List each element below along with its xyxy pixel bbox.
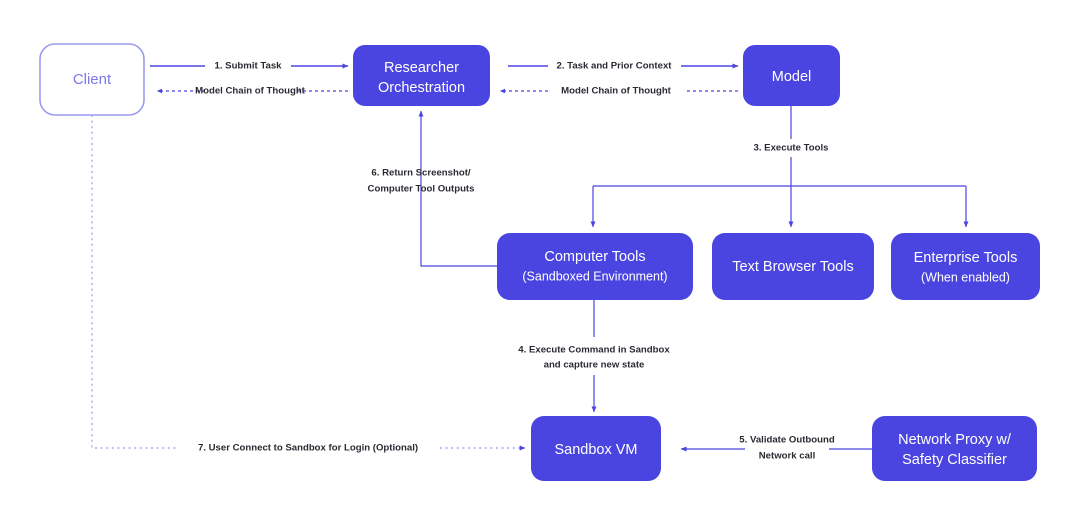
- node-sandbox-vm[interactable]: Sandbox VM: [531, 416, 661, 481]
- edge-chain-of-thought-left: Model Chain of Thought: [156, 86, 348, 97]
- node-client-shape: [39, 43, 145, 116]
- edge-label-execute-tools: 3. Execute Tools: [754, 143, 829, 154]
- node-enterprise-tools-label-line2: (When enabled): [921, 270, 1010, 284]
- node-network-proxy-label-line2: Safety Classifier: [902, 452, 1007, 468]
- edge-submit-task: 1. Submit Task: [150, 61, 349, 72]
- node-researcher-orchestration-label-line2: Orchestration: [378, 80, 465, 96]
- edge-label-execute-command-line2: and capture new state: [544, 360, 645, 371]
- edge-label-chain-of-thought-left: Model Chain of Thought: [195, 86, 306, 97]
- node-enterprise-tools-shape: [891, 233, 1040, 300]
- edge-label-return-screenshot-line1: 6. Return Screenshot/: [371, 168, 470, 179]
- node-researcher-orchestration-label-line1: Researcher: [384, 60, 459, 76]
- node-researcher-orchestration-shape: [353, 45, 490, 106]
- node-enterprise-tools[interactable]: Enterprise Tools (When enabled): [891, 233, 1040, 300]
- node-client-label: Client: [73, 71, 112, 88]
- node-enterprise-tools-label-line1: Enterprise Tools: [914, 250, 1018, 266]
- edge-label-return-screenshot-line2: Computer Tool Outputs: [368, 184, 475, 195]
- node-network-proxy[interactable]: Network Proxy w/ Safety Classifier: [872, 416, 1037, 481]
- edge-user-connect: 7. User Connect to Sandbox for Login (Op…: [91, 115, 526, 454]
- node-network-proxy-label-line1: Network Proxy w/: [898, 432, 1012, 448]
- node-model-shape: [743, 45, 840, 106]
- edge-label-submit-task: 1. Submit Task: [215, 61, 283, 72]
- node-model[interactable]: Model: [743, 45, 840, 106]
- node-computer-tools-label-line1: Computer Tools: [544, 249, 645, 265]
- edge-validate-outbound: 5. Validate Outbound Network call: [680, 435, 889, 462]
- node-computer-tools-label-line2: (Sandboxed Environment): [522, 269, 667, 283]
- edge-execute-tools: 3. Execute Tools: [590, 105, 969, 228]
- node-text-browser-tools[interactable]: Text Browser Tools: [712, 233, 874, 300]
- edge-task-and-prior-context: 2. Task and Prior Context: [508, 61, 739, 72]
- node-sandbox-vm-label: Sandbox VM: [554, 442, 637, 458]
- node-researcher-orchestration[interactable]: Researcher Orchestration: [353, 45, 490, 106]
- edge-label-chain-of-thought-right: Model Chain of Thought: [561, 86, 672, 97]
- edge-label-execute-command-line1: 4. Execute Command in Sandbox: [518, 345, 670, 356]
- node-text-browser-tools-label: Text Browser Tools: [732, 259, 853, 275]
- edge-return-screenshot: 6. Return Screenshot/ Computer Tool Outp…: [368, 110, 498, 267]
- node-computer-tools[interactable]: Computer Tools (Sandboxed Environment): [497, 233, 693, 300]
- edge-chain-of-thought-right: Model Chain of Thought: [499, 86, 738, 97]
- node-network-proxy-shape: [872, 416, 1037, 481]
- edge-label-task-and-prior-context: 2. Task and Prior Context: [557, 61, 673, 72]
- edge-label-user-connect: 7. User Connect to Sandbox for Login (Op…: [198, 443, 418, 454]
- node-model-label: Model: [772, 69, 812, 85]
- edge-execute-command: 4. Execute Command in Sandbox and captur…: [518, 300, 670, 413]
- node-sandbox-vm-shape: [531, 416, 661, 481]
- node-text-browser-tools-shape: [712, 233, 874, 300]
- edge-label-validate-outbound-line2: Network call: [759, 451, 816, 462]
- edge-label-validate-outbound-line1: 5. Validate Outbound: [739, 435, 835, 446]
- node-client[interactable]: Client: [39, 43, 145, 116]
- node-computer-tools-shape: [497, 233, 693, 300]
